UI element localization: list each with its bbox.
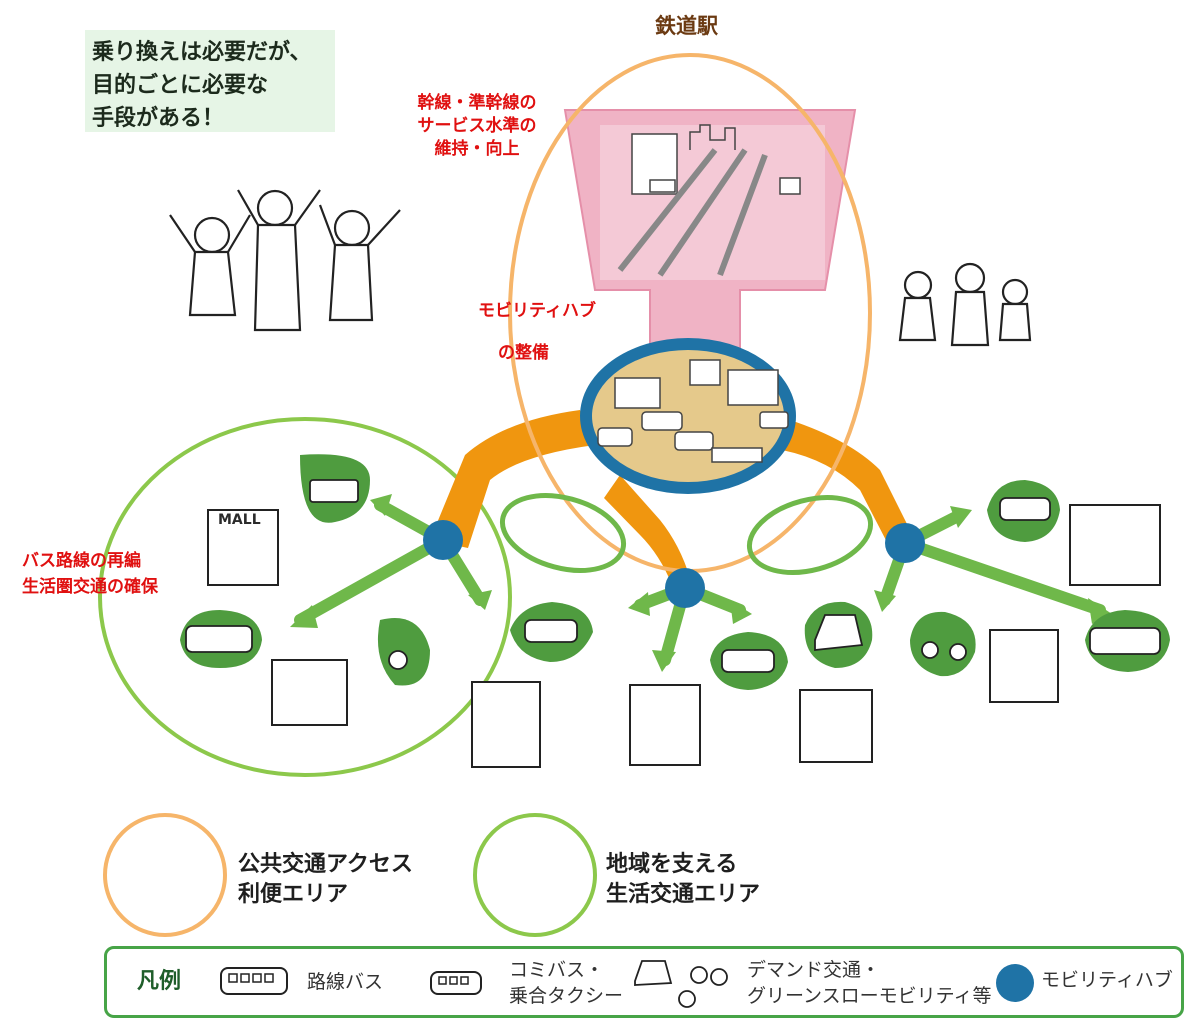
legend-demand-icons	[634, 960, 728, 1008]
orange-arm-middle	[604, 475, 690, 585]
station-title: 鉄道駅	[655, 14, 718, 38]
mall-sign: MALL	[218, 512, 261, 528]
shop-building	[799, 689, 873, 763]
legend-demand: デマンド交通・ グリーンスローモビリティ等	[747, 959, 992, 1007]
legend-route-bus: 路線バス	[307, 971, 384, 993]
leaf-wheelchair	[377, 618, 430, 686]
legend-title: 凡例	[137, 969, 182, 994]
hub-dot-left	[423, 520, 463, 560]
mall-building	[207, 509, 279, 586]
daily-life-area-circle	[98, 417, 512, 777]
area-label-public-access: 公共交通アクセス 利便エリア	[238, 852, 413, 907]
hospital-building	[989, 629, 1059, 703]
school-building	[271, 659, 348, 726]
speech-bubble-bg	[85, 30, 335, 132]
trunk-service-text: 幹線・準幹線の サービス水準の 維持・向上	[417, 93, 537, 159]
speech-bubble-text: 乗り換えは必要だが、 目的ごとに必要な 手段がある！	[92, 40, 312, 131]
leaf-bike	[910, 611, 976, 677]
green-loop-right	[746, 495, 874, 575]
hub-dot-right	[885, 523, 925, 563]
legend-community-bus: コミバス・ 乗合タクシー	[509, 959, 624, 1007]
orange-arm-left	[430, 410, 595, 548]
legend-box: 凡例 路線バス コミバス・ 乗合タクシー デマンド交通・ グリーンスローモビリテ…	[104, 946, 1184, 1018]
people-left-sketch	[169, 189, 401, 332]
legend-route-bus-icon	[220, 967, 288, 995]
people-right-sketch	[898, 262, 1032, 347]
legend-community-bus-icon	[430, 971, 482, 995]
area-label-daily-life: 地域を支える 生活交通エリア	[606, 852, 761, 907]
legend-hub-icon	[996, 964, 1034, 1002]
hub-dot-middle	[665, 568, 705, 608]
bus-reorg-text: バス路線の再編 生活圏交通の確保	[22, 551, 158, 597]
hub-text-line2: の整備	[498, 343, 549, 363]
legend-orange-circle	[103, 813, 227, 937]
office-building-left	[471, 681, 541, 768]
orange-arm-right	[782, 420, 915, 548]
office-building-center	[629, 684, 701, 766]
legend-green-circle	[473, 813, 597, 937]
hub-buildings-sketch	[597, 359, 789, 463]
station-skyline-sketch	[617, 124, 801, 277]
green-loop-left	[499, 493, 627, 573]
building-sketches	[207, 504, 1161, 768]
legend-hub: モビリティハブ	[1041, 969, 1173, 991]
hub-text-line1: モビリティハブ	[478, 301, 596, 321]
green-arrowheads	[290, 494, 1112, 672]
vehicle-sketches	[185, 479, 1161, 673]
apartment-building	[1069, 504, 1161, 586]
